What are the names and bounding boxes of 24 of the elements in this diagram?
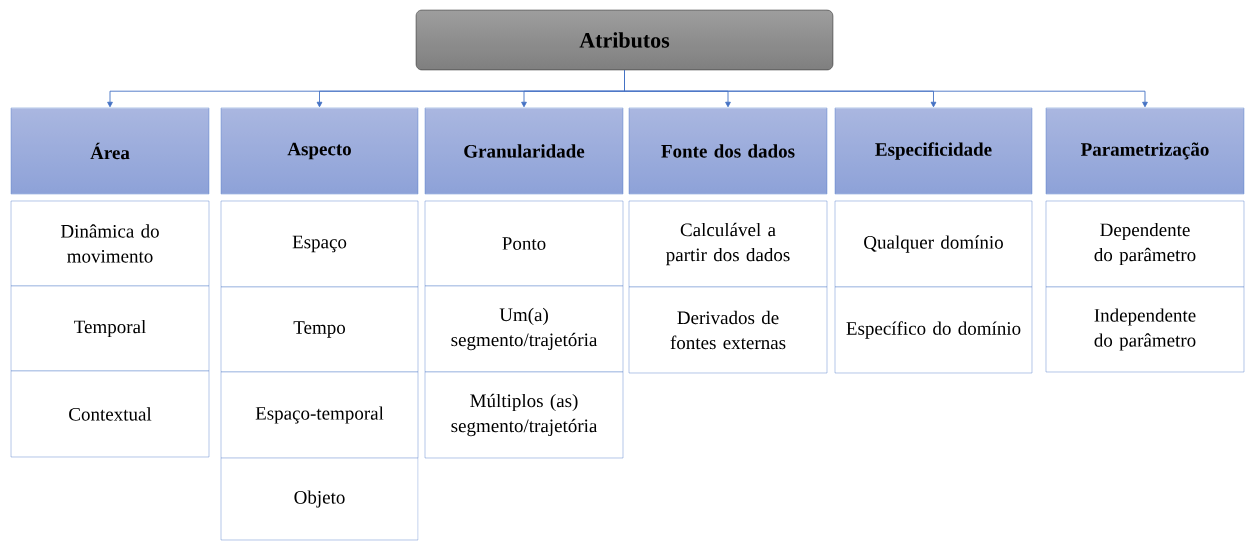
category-box: Fonte dos dados xyxy=(628,107,828,195)
value-box: Independente do parâmetro xyxy=(1045,286,1245,373)
value-box: Espaço xyxy=(220,200,419,288)
value-box: Múltiplos (as) segmento/trajetória xyxy=(424,371,624,459)
value-box: Tempo xyxy=(220,286,419,373)
value-box: Ponto xyxy=(424,200,624,287)
value-box: Qualquer domínio xyxy=(834,200,1033,288)
value-box: Temporal xyxy=(10,285,210,372)
value-box: Calculável a partir dos dados xyxy=(628,200,828,288)
value-box: Derivados de fontes externas xyxy=(628,286,828,374)
category-box: Área xyxy=(10,107,210,195)
value-box: Um(a) segmento/trajetória xyxy=(424,285,624,373)
arrow xyxy=(624,69,1148,108)
category-box: Aspecto xyxy=(220,107,419,195)
category-box: Especificidade xyxy=(834,107,1033,195)
category-box: Granularidade xyxy=(424,107,624,195)
value-box: Espaço-temporal xyxy=(220,371,419,459)
value-box: Contextual xyxy=(10,370,210,458)
category-box: Parametrização xyxy=(1045,107,1245,195)
value-box: Dinâmica do movimento xyxy=(10,200,210,287)
value-box: Específico do domínio xyxy=(834,286,1033,374)
title-box: Atributos xyxy=(415,9,834,71)
value-box: Objeto xyxy=(220,457,419,541)
value-box: Dependente do parâmetro xyxy=(1045,200,1245,288)
